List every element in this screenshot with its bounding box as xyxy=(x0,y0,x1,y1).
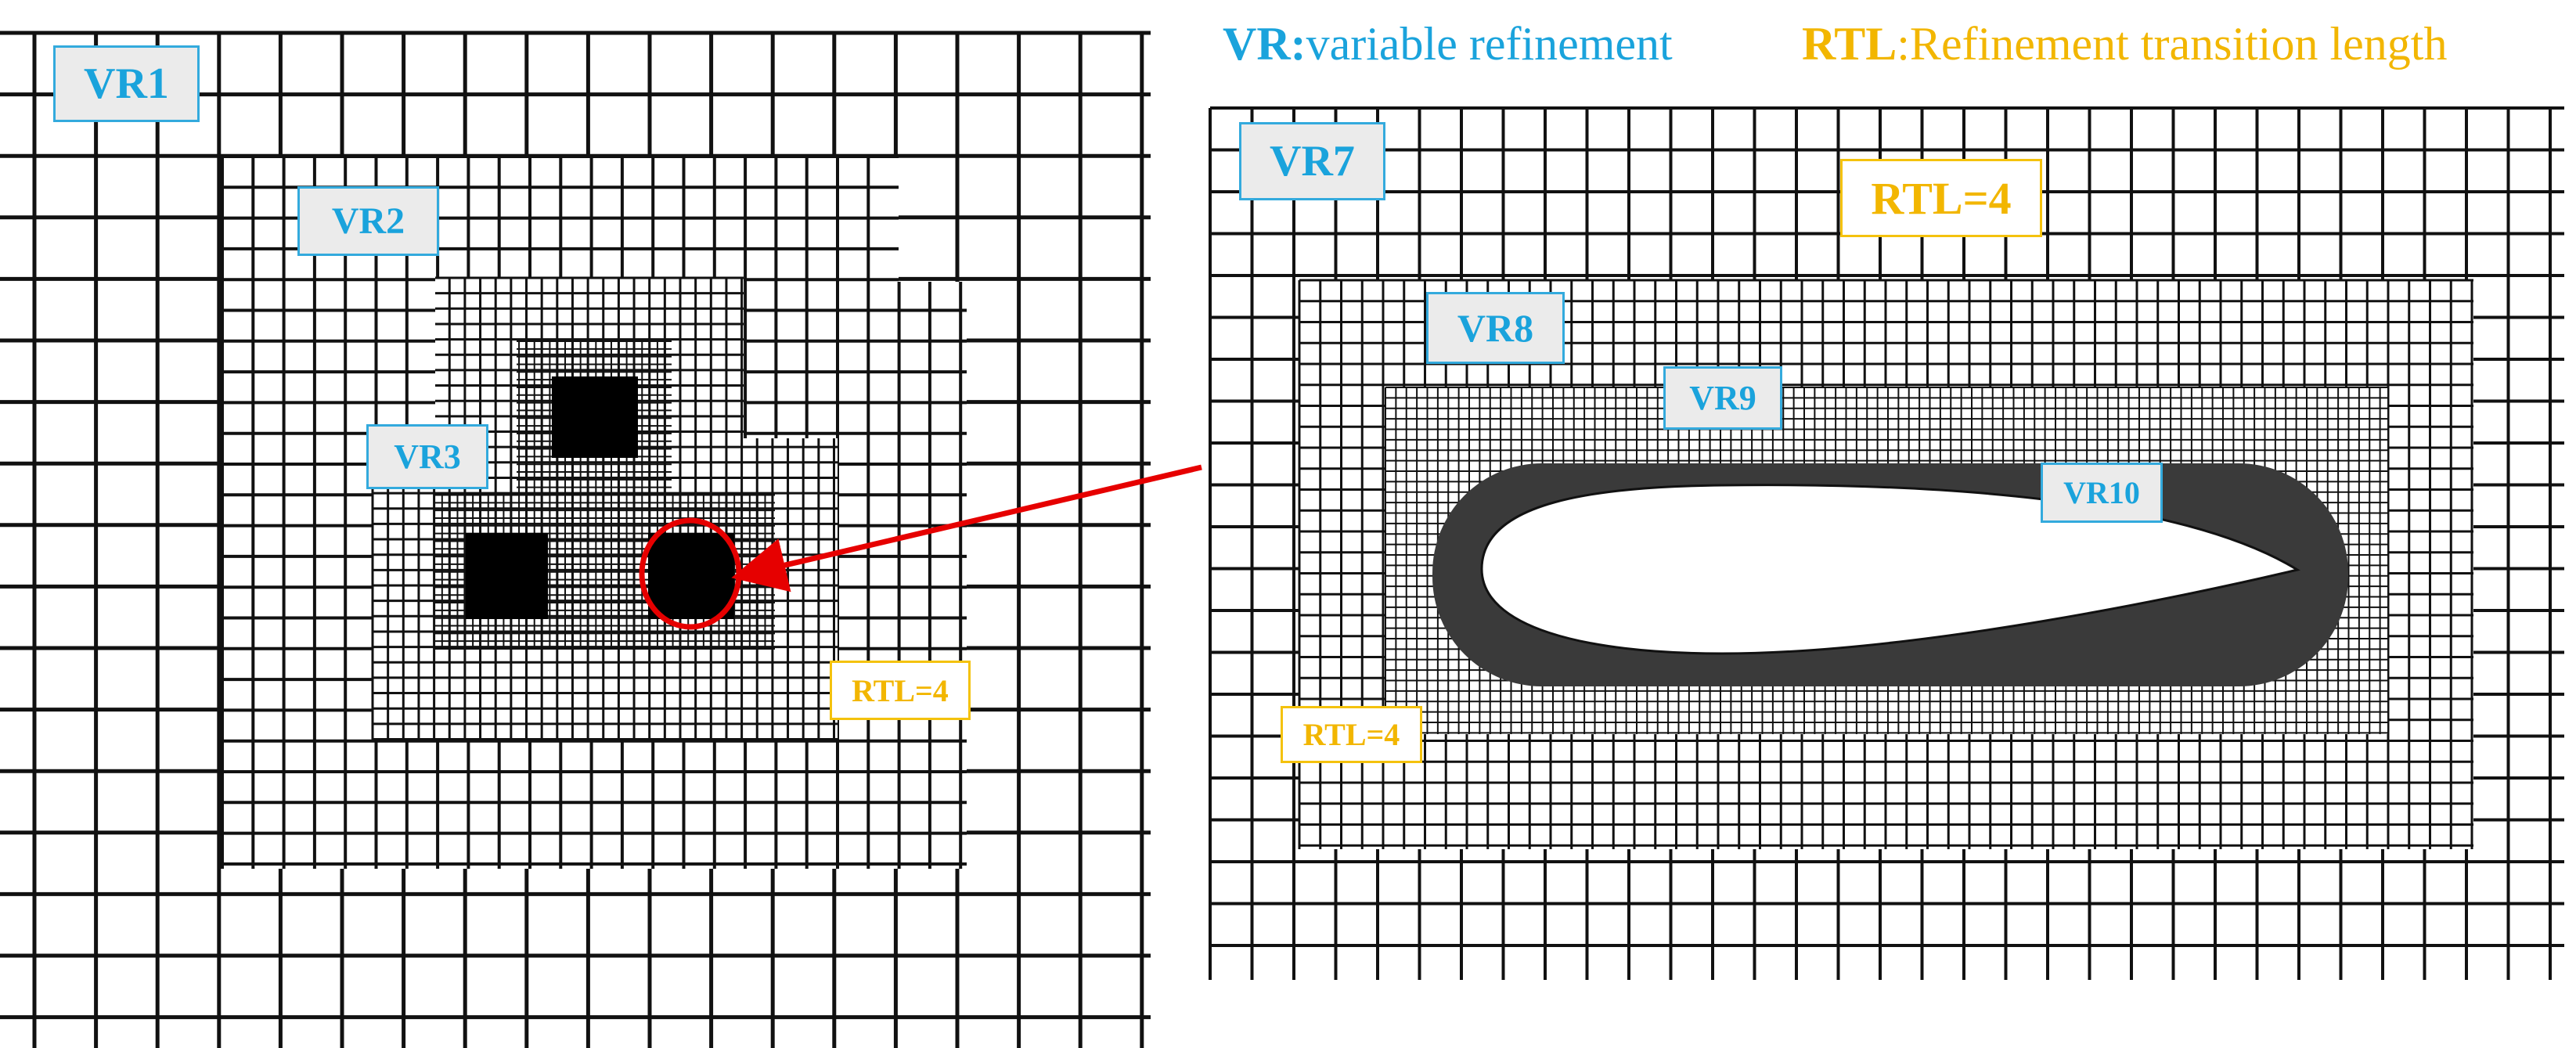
legend-rtl: RTL:Refinement transition length xyxy=(1802,17,2447,71)
legend-vr-text: variable refinement xyxy=(1306,18,1673,70)
vr3-label: VR3 xyxy=(366,424,488,489)
vr2-label: VR2 xyxy=(297,186,439,256)
airfoil-shape xyxy=(1480,484,2300,655)
vr1-label: VR1 xyxy=(53,45,200,122)
legend-rtl-text: :Refinement transition length xyxy=(1897,18,2448,70)
vr10-label: VR10 xyxy=(2041,463,2163,523)
vr7-label: VR7 xyxy=(1239,122,1385,200)
mesh-region-backdrop xyxy=(899,282,967,869)
square-obstacle-right xyxy=(648,533,734,619)
zoom-arrow xyxy=(731,464,1202,592)
vr9-label: VR9 xyxy=(1663,366,1782,430)
legend-vr-key: VR: xyxy=(1223,18,1306,70)
right-rtl-bottom-label: RTL=4 xyxy=(1281,706,1422,763)
legend-vr: VR:variable refinement xyxy=(1223,17,1673,71)
square-obstacle-left xyxy=(466,533,548,619)
left-mesh-panel xyxy=(0,31,1151,1048)
legend-rtl-key: RTL xyxy=(1802,18,1897,70)
vr8-label: VR8 xyxy=(1426,292,1565,364)
right-mesh-panel xyxy=(1209,106,2564,980)
left-rtl-label: RTL=4 xyxy=(830,661,971,720)
right-rtl-top-label: RTL=4 xyxy=(1840,159,2042,237)
square-obstacle-top xyxy=(552,376,638,458)
